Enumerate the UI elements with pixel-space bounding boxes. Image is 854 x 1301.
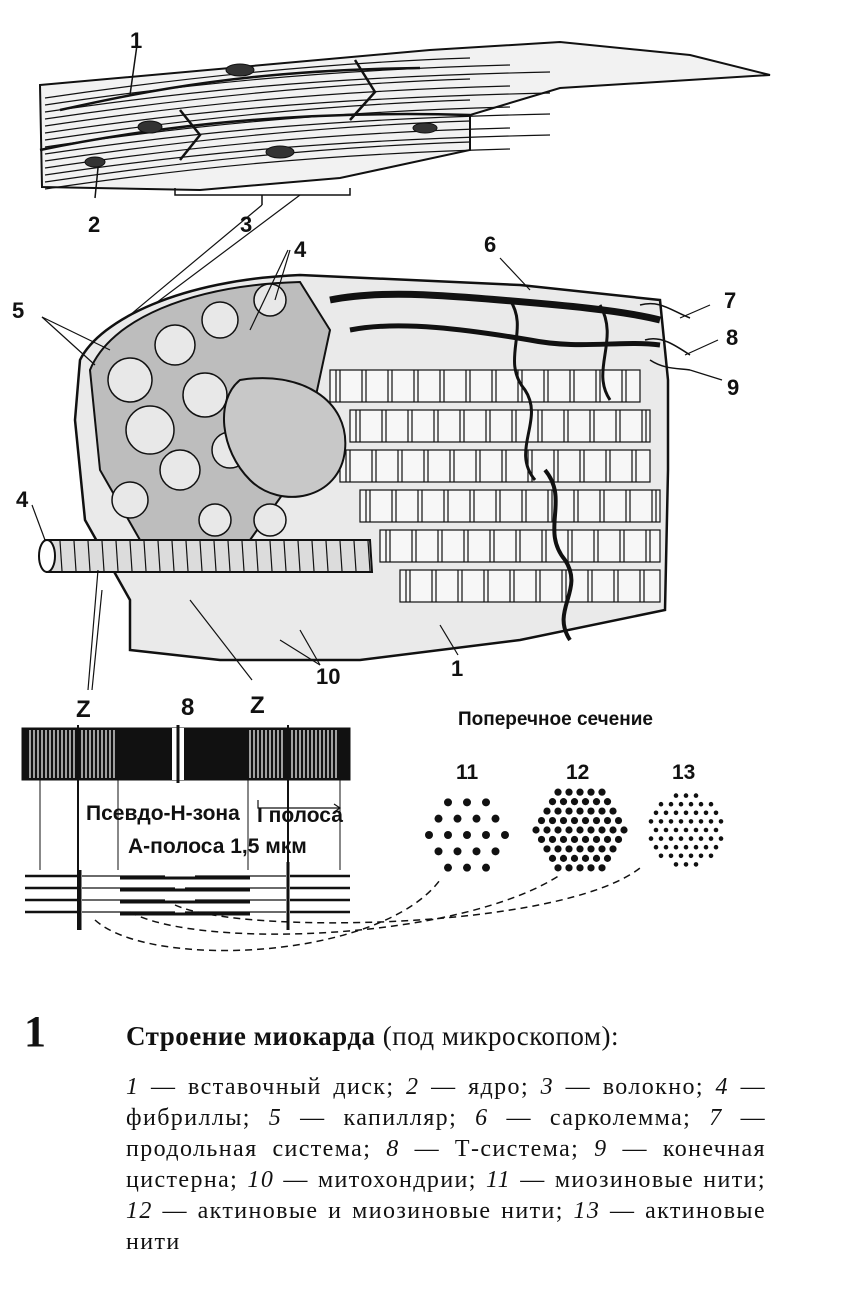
legend-item-text: — сарколемма;: [488, 1105, 710, 1131]
label-5: 5: [12, 298, 24, 323]
label-3: 3: [240, 212, 252, 237]
label-13: 13: [672, 761, 695, 784]
legend-item-number: 13: [573, 1198, 601, 1224]
label-8-bottom: 8: [181, 694, 194, 721]
label-4-left: 4: [16, 487, 29, 512]
myocardium-drawing: [21, 40, 771, 952]
legend-item: 11 — миозиновые нити;: [486, 1167, 766, 1193]
label-12: 12: [566, 761, 589, 784]
legend-item: 2 — ядро;: [406, 1074, 541, 1100]
legend-item: 13 — актиновые нити: [126, 1198, 766, 1255]
legend-item: 8 — Т-система;: [386, 1136, 594, 1162]
legend-item-text: — миозиновые нити;: [511, 1167, 766, 1193]
legend-item-text: — продольная система;: [126, 1105, 766, 1162]
myocardium-figure: 1 2 3 4 5 6 7 8 9 4 10 1 Z 8 Z Псевдо-Н-…: [12, 28, 771, 952]
legend-item-text: — фибриллы;: [126, 1074, 766, 1131]
legend-item-number: 7: [709, 1105, 723, 1131]
label-2: 2: [88, 212, 100, 237]
legend-item-number: 3: [540, 1074, 555, 1100]
legend-item: 5 — капилляр;: [269, 1105, 475, 1131]
legend-item-text: — капилляр;: [282, 1105, 476, 1131]
legend-item-text: — конечная цистерна;: [126, 1136, 766, 1193]
legend-item: 7 — продольная система;: [126, 1105, 766, 1162]
sarcomere-diagram: [21, 725, 641, 952]
fiber-block-illustration: [31, 249, 723, 691]
legend-item-text: — вставочный диск;: [139, 1074, 407, 1100]
legend-item: 4 — фибриллы;: [126, 1074, 766, 1131]
legend-item-text: — Т-система;: [399, 1136, 595, 1162]
label-6: 6: [484, 232, 496, 257]
legend-item-text: — волокно;: [554, 1074, 716, 1100]
figure-number: 1: [24, 1007, 46, 1056]
label-9: 9: [727, 375, 739, 400]
label-11: 11: [456, 761, 479, 784]
legend-item-text: — ядро;: [419, 1074, 541, 1100]
legend-item-text: — актиновые нити: [126, 1198, 766, 1255]
legend-item-text: — актиновые и миозиновые нити;: [152, 1198, 574, 1224]
legend-item-number: 8: [386, 1136, 400, 1162]
label-10: 10: [316, 664, 340, 689]
figure-title: Строение миокарда (под микроскопом):: [126, 1020, 619, 1052]
legend-item-number: 2: [406, 1074, 420, 1100]
figure-title-bold: Строение миокарда: [126, 1021, 376, 1051]
label-z-right: Z: [250, 692, 265, 719]
legend-item-number: 12: [126, 1198, 153, 1224]
legend-item-number: 1: [126, 1074, 140, 1100]
label-1-bottom: 1: [451, 656, 463, 681]
legend-item: 6 — сарколемма;: [475, 1105, 709, 1131]
legend-item-text: — митохондрии;: [274, 1167, 487, 1193]
figure-title-rest: (под микроскопом):: [375, 1021, 619, 1051]
muscle-fibers-illustration: [38, 40, 771, 341]
label-7: 7: [724, 288, 736, 313]
label-z-left: Z: [76, 696, 91, 723]
cross-section-title: Поперечное сечение: [458, 709, 653, 730]
legend-item-number: 10: [247, 1167, 275, 1193]
legend-item: 12 — актиновые и миозиновые нити;: [126, 1198, 574, 1224]
figure-legend: 1 — вставочный диск; 2 — ядро; 3 — волок…: [126, 1072, 766, 1258]
legend-item: 3 — волокно;: [541, 1074, 716, 1100]
label-a-band: А-полоса 1,5 мкм: [128, 835, 307, 858]
legend-item: 1 — вставочный диск;: [126, 1074, 406, 1100]
label-8-right: 8: [726, 325, 738, 350]
legend-item-number: 6: [475, 1105, 489, 1131]
legend-item-number: 5: [268, 1105, 283, 1131]
legend-item-number: 11: [486, 1167, 512, 1193]
legend-item: 9 — конечная цистерна;: [126, 1136, 766, 1193]
label-pseudo-h-zone: Псевдо-Н-зона: [86, 802, 240, 825]
cross-section-dots: [425, 788, 724, 872]
label-4-top: 4: [294, 237, 307, 262]
legend-item-number: 4: [715, 1074, 729, 1100]
label-i-band: I полоса: [257, 804, 343, 827]
legend-item: 10 — митохондрии;: [247, 1167, 486, 1193]
label-1-top: 1: [130, 28, 142, 53]
legend-item-number: 9: [594, 1136, 608, 1162]
